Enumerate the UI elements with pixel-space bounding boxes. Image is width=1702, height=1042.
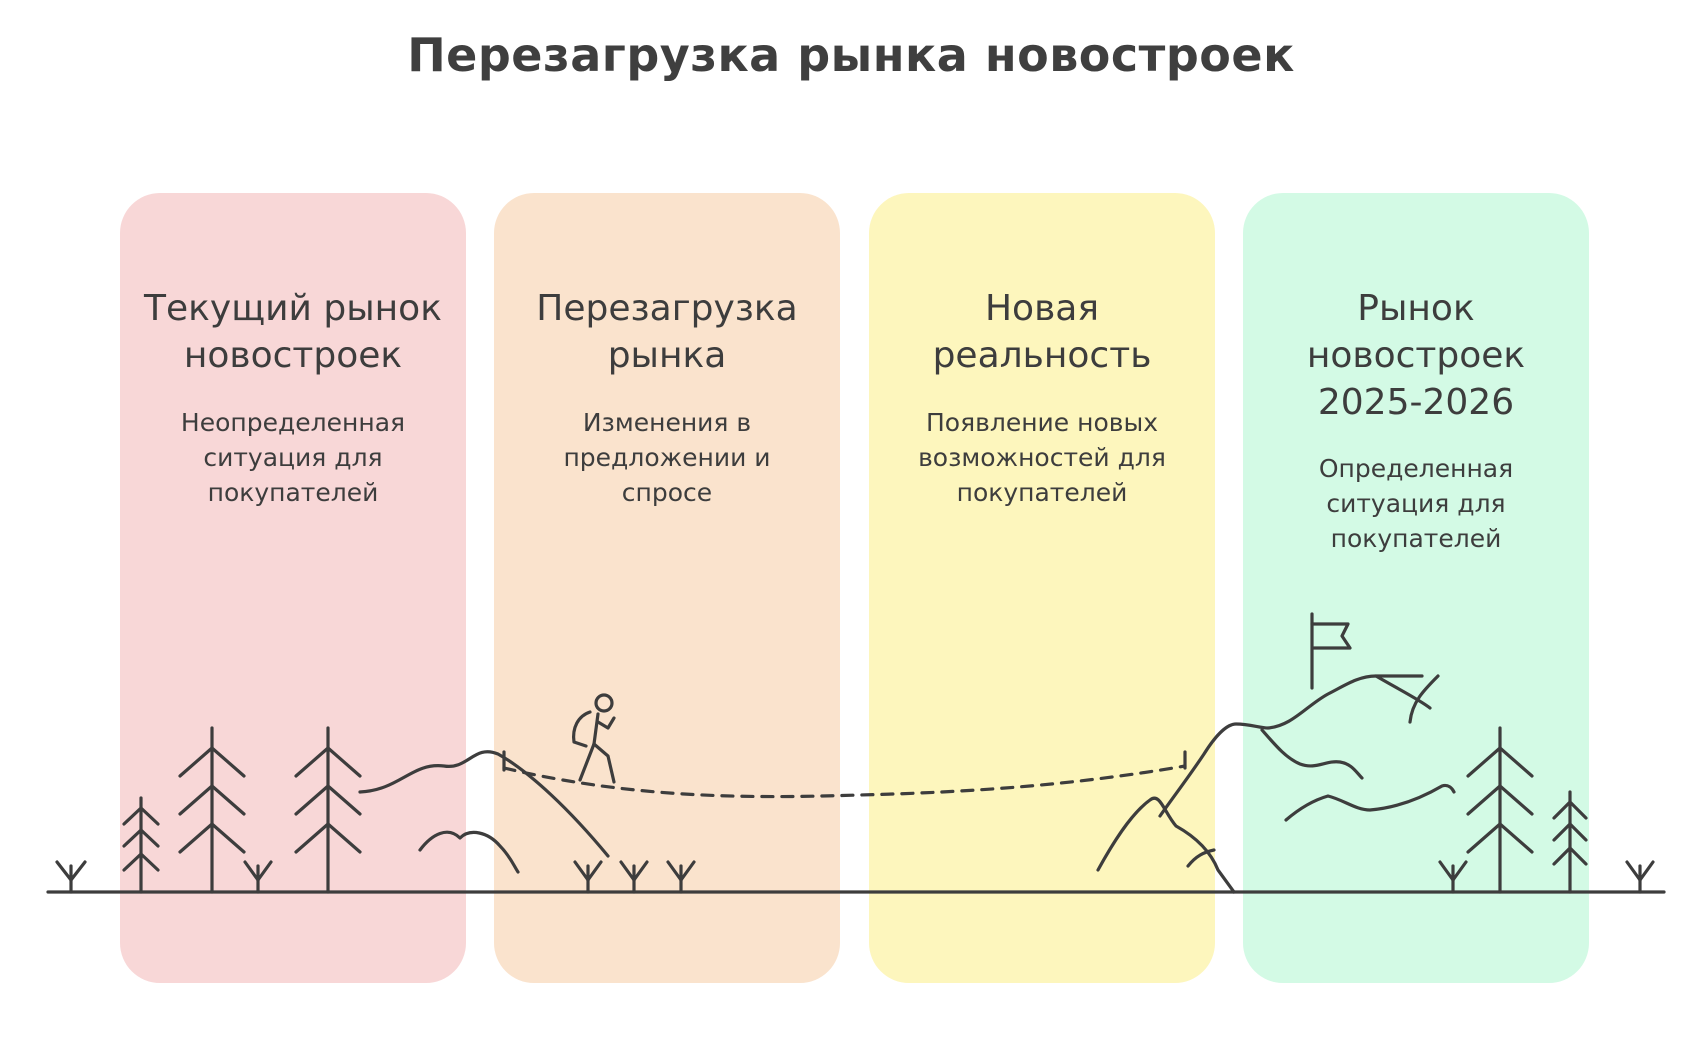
stage-description: Изменения в предложении и спросе (563, 408, 771, 507)
stage-title: Перезагрузка рынка (536, 288, 798, 376)
stage-new-reality: Новая реальность Появление новых возможн… (869, 193, 1215, 983)
stage-description: Неопределенная ситуация для покупателей (180, 408, 406, 507)
grass-icon (55, 860, 87, 894)
stage-description: Определенная ситуация для покупателей (1318, 454, 1514, 553)
stage-market-reset: Перезагрузка рынка Изменения в предложен… (494, 193, 840, 983)
stage-market-2025-2026: Рынок новостроек 2025-2026 Определенная … (1243, 193, 1589, 983)
stage-title: Текущий рынок новостроек (144, 288, 442, 376)
grass-icon (1625, 860, 1655, 894)
stage-title: Новая реальность (932, 288, 1152, 376)
diagram-title: Перезагрузка рынка новостроек (407, 28, 1295, 82)
stage-description: Появление новых возможностей для покупат… (918, 408, 1166, 507)
stage-title: Рынок новостроек 2025-2026 (1306, 288, 1526, 423)
stage-current-market: Текущий рынок новостроек Неопределенная … (120, 193, 466, 983)
